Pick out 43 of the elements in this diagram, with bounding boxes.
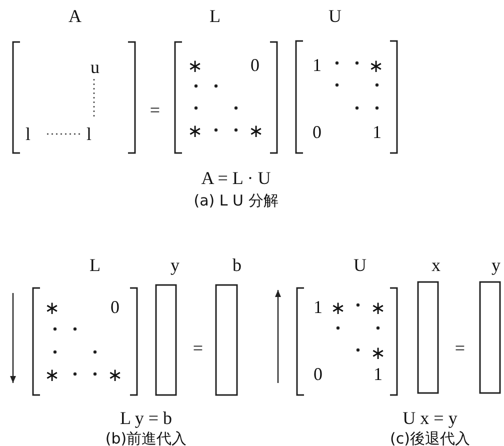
matrix-entry: ∗ [368, 57, 384, 75]
matrix-label: x [432, 256, 440, 274]
matrix-entry: ∗ [330, 299, 346, 317]
matrix-entry: 1 [374, 365, 382, 383]
equation: A = L · U [201, 169, 271, 187]
equation: U x = y [402, 409, 458, 427]
equals-sign: = [454, 339, 466, 357]
subfigure-caption: (a) L U 分解 [194, 194, 278, 208]
matrix-entry: ∗ [370, 299, 386, 317]
matrix-label: L [210, 7, 220, 25]
vector-box [417, 281, 439, 394]
matrix-entry: 0 [250, 56, 260, 74]
vector-box [155, 284, 177, 396]
matrix-label: y [170, 256, 180, 274]
matrix-entry: 0 [110, 298, 120, 316]
subfigure-caption: (c)後退代入 [390, 432, 470, 446]
matrix-entry: 0 [314, 365, 322, 383]
matrix-entry: ∗ [108, 366, 122, 384]
matrix-label: L [90, 256, 100, 274]
vector-box [215, 284, 238, 396]
subfigure-caption: (b)前進代入 [105, 432, 187, 446]
matrix-entry: ∗ [44, 366, 60, 384]
matrix-entry: l [26, 125, 30, 143]
matrix-entry: 0 [312, 123, 322, 141]
matrix-entry: 1 [314, 298, 322, 316]
matrix-entry: ∗ [188, 122, 202, 140]
matrix-entry: u [90, 58, 100, 76]
matrix-entry: ∗ [370, 344, 386, 362]
matrix-label: U [354, 256, 366, 274]
matrix-entry: 1 [372, 123, 382, 141]
equals-sign: = [150, 101, 160, 119]
matrix-label: y [492, 256, 500, 274]
matrix-label: U [328, 7, 342, 25]
matrix-label: A [68, 7, 82, 25]
matrix-entry: ∗ [44, 299, 60, 317]
matrix-label: b [232, 256, 242, 274]
equation: L y = b [120, 409, 172, 427]
vector-box [479, 281, 501, 394]
matrix-entry: ∗ [188, 57, 202, 75]
matrix-entry: ∗ [248, 122, 264, 140]
matrix-entry: l [86, 125, 92, 143]
equals-sign: = [192, 339, 204, 357]
matrix-entry: 1 [312, 56, 322, 74]
